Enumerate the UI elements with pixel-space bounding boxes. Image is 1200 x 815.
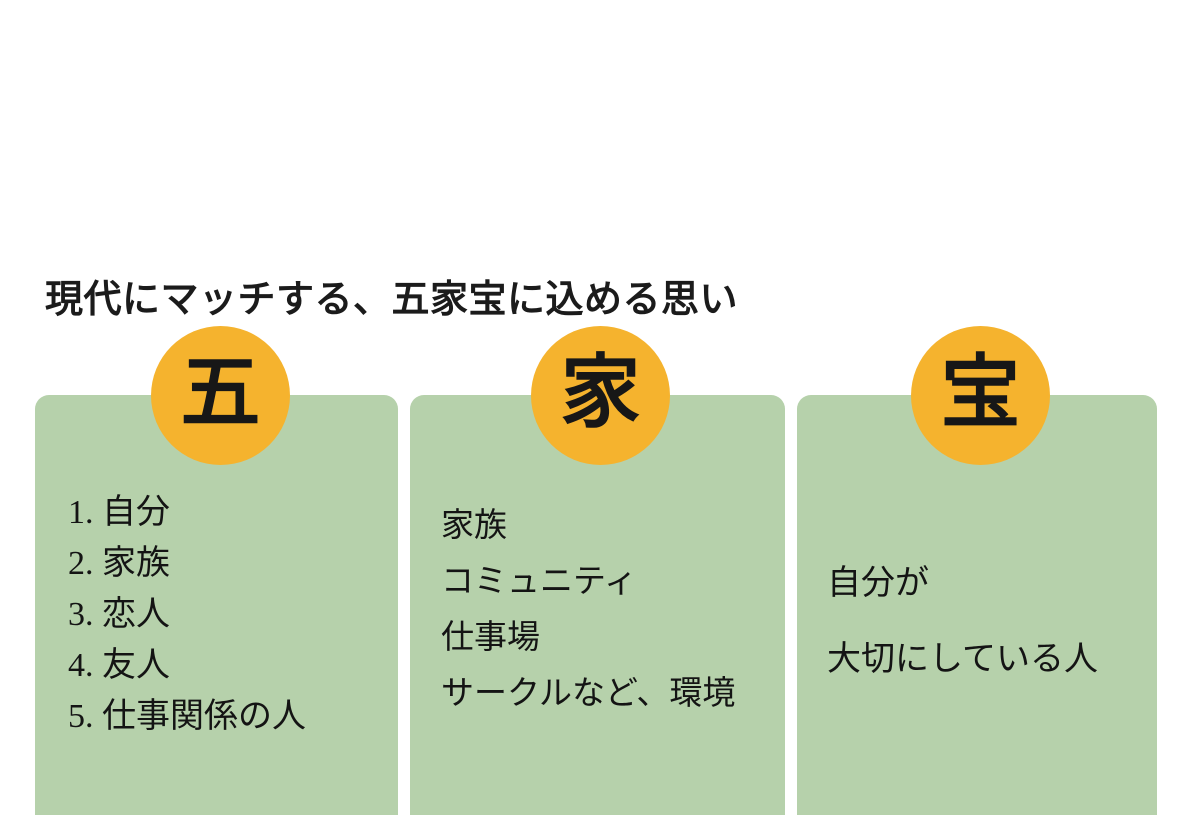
badge-character-3: 宝	[940, 349, 1021, 438]
list-item: 仕事場	[441, 620, 540, 656]
badge-circle-1: 五	[151, 326, 290, 465]
list-item: 4.友人	[68, 640, 306, 691]
panel-1-content: 1.自分 2.家族 3.恋人 4.友人 5.仕事関係の人	[68, 487, 306, 742]
list-item: サークルなど、環境	[441, 676, 736, 712]
list-item: 自分が	[827, 565, 929, 602]
badge-character-1: 五	[180, 349, 261, 438]
list-item: 3.恋人	[68, 589, 306, 640]
list-item: 5.仕事関係の人	[68, 691, 306, 742]
panel-2-content: 家族 コミュニティ 仕事場 サークルなど、環境	[441, 498, 735, 722]
list-item: 大切にしている人	[827, 641, 1098, 678]
list-item: コミュニティ	[441, 564, 638, 600]
list-item-number: 5.	[68, 698, 94, 735]
list-item-label: 恋人	[102, 596, 170, 633]
list-item-label: 自分	[102, 494, 170, 531]
list-item-number: 4.	[68, 647, 94, 684]
panel-column-1	[35, 395, 398, 815]
panel-column-3	[797, 395, 1157, 815]
badge-circle-3: 宝	[911, 326, 1050, 465]
badge-circle-2: 家	[531, 326, 670, 465]
list-item: 1.自分	[68, 487, 306, 538]
list-item-label: 仕事関係の人	[102, 698, 306, 735]
list-item-number: 1.	[68, 494, 94, 531]
list-item: 家族	[441, 508, 507, 544]
list-item-number: 3.	[68, 596, 94, 633]
list-item: 2.家族	[68, 538, 306, 589]
list-item-label: 家族	[102, 545, 170, 582]
badge-character-2: 家	[560, 349, 641, 438]
page-title: 現代にマッチする、五家宝に込める思い	[45, 279, 739, 322]
list-item-label: 友人	[102, 647, 170, 684]
panel-3-content: 自分が 大切にしている人	[827, 546, 1098, 698]
panel-column-2	[410, 395, 785, 815]
list-item-number: 2.	[68, 545, 94, 582]
